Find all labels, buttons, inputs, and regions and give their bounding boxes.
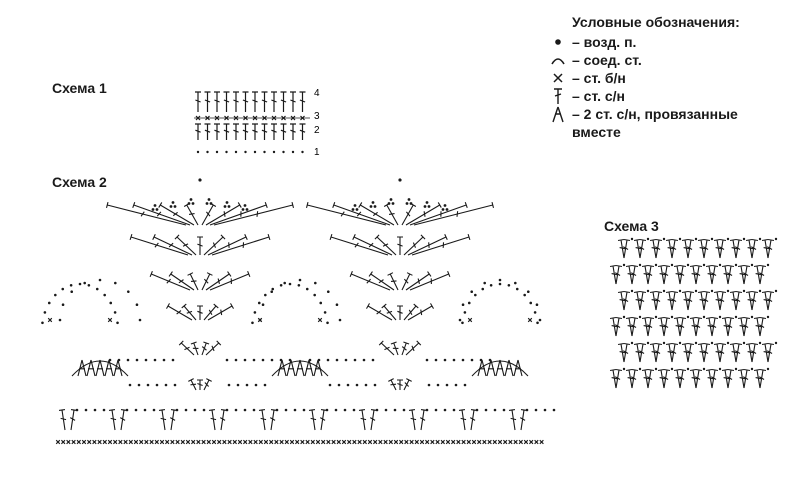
scheme-2-diagram bbox=[41, 178, 556, 445]
scheme-2-title: Схема 2 bbox=[52, 174, 107, 190]
arc-icon bbox=[551, 58, 565, 65]
legend-item-text: – 2 ст. с/н, провязанные вместе bbox=[572, 106, 738, 140]
scheme-3-diagram bbox=[609, 237, 778, 389]
stitch-dc2tog-icon bbox=[552, 106, 564, 123]
dot-icon bbox=[555, 39, 561, 45]
legend-item: – возд. п. bbox=[548, 33, 788, 51]
cross-icon bbox=[553, 73, 563, 83]
row-number: 2 bbox=[314, 125, 320, 136]
legend-item-text: – возд. п. bbox=[572, 34, 637, 50]
scheme-1-title: Схема 1 bbox=[52, 80, 107, 96]
row-number: 1 bbox=[314, 147, 320, 158]
row-number: 4 bbox=[314, 88, 320, 99]
legend-item: – 2 ст. с/н, провязанные вместе bbox=[548, 105, 788, 141]
scheme-3-title: Схема 3 bbox=[604, 218, 659, 234]
legend-item: – соед. ст. bbox=[548, 51, 788, 69]
legend-item-text: – соед. ст. bbox=[572, 52, 642, 68]
legend-item-text: – ст. с/н bbox=[572, 88, 625, 104]
row-number: 3 bbox=[314, 111, 320, 122]
legend-item: – ст. с/н bbox=[548, 87, 788, 105]
stitch-dc-icon bbox=[554, 88, 562, 104]
legend: Условные обозначения: – возд. п. – соед.… bbox=[548, 14, 788, 141]
legend-item: – ст. б/н bbox=[548, 69, 788, 87]
legend-item-text: – ст. б/н bbox=[572, 70, 626, 86]
legend-title: Условные обозначения: bbox=[572, 14, 740, 30]
scheme-1-diagram: 4 3 2 1 bbox=[194, 88, 320, 158]
